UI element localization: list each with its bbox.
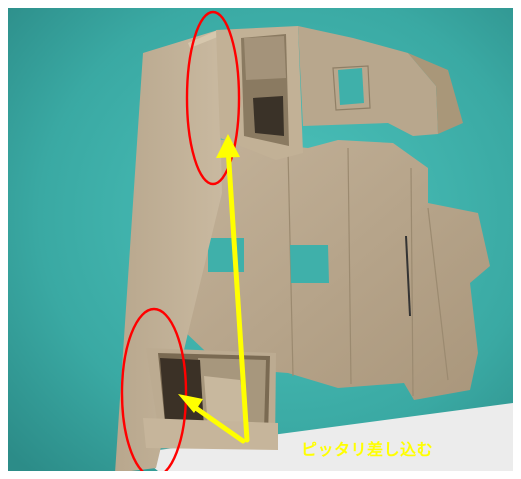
flap-slot [405,235,411,317]
side-wall-top-edge [188,30,220,48]
window-hole-left [208,238,244,272]
photo: ピッタリ差し込む [8,8,513,471]
paper-sheet [136,403,513,471]
bottom-box-divider [204,376,248,428]
bottom-box-front [143,418,278,450]
top-flap-fold [332,65,371,111]
highlight-ellipse-top [185,10,241,186]
insert-arrows [178,134,250,444]
window-hole-center [290,245,329,283]
top-box-inner-face [244,36,286,80]
highlight-ellipse-bottom [120,307,188,471]
top-box-shadow [253,96,284,136]
side-wall [115,30,222,471]
top-flap [298,26,438,136]
top-flap-right [408,53,463,134]
cardboard-photo-illustration [8,8,513,471]
flat-cardboard-sheet [183,138,490,400]
insert-instruction-caption: ピッタリ差し込む [301,440,434,459]
top-flap-cutout [338,68,364,105]
